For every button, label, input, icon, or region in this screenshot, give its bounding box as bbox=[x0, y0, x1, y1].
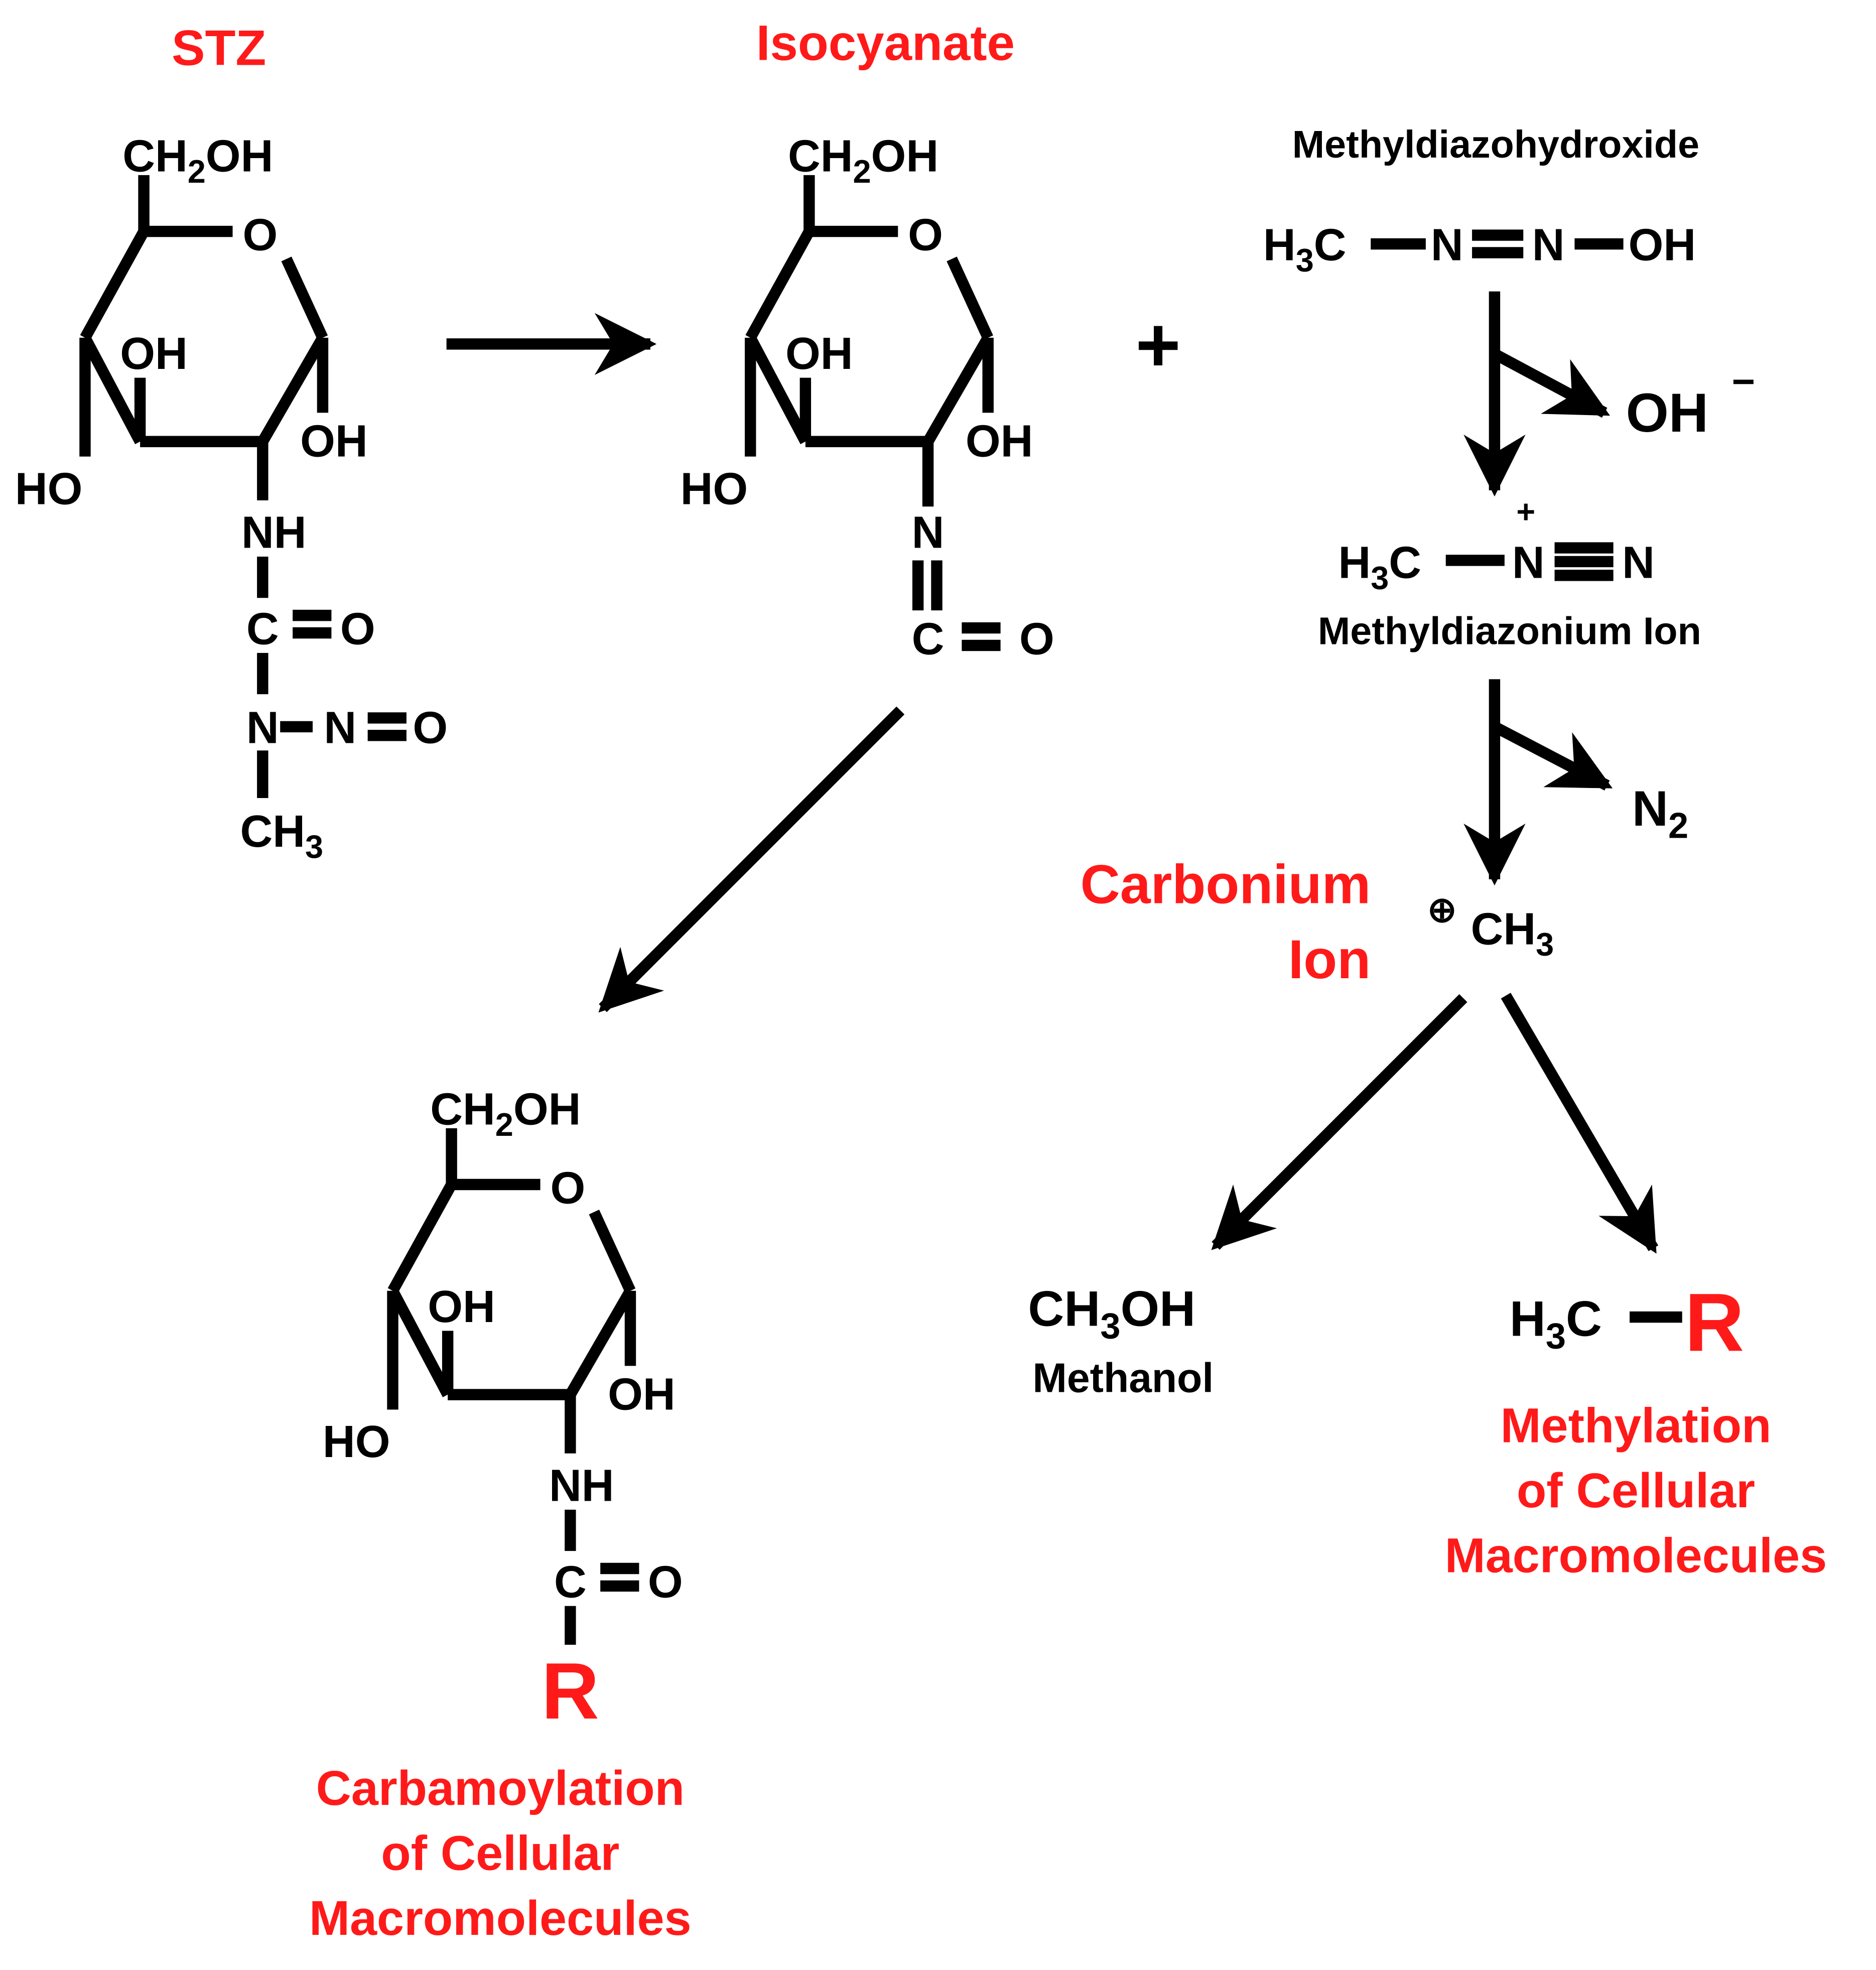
stz-carbonyl-o: O bbox=[340, 604, 375, 654]
isocyanate-ho-left: HO bbox=[681, 464, 748, 514]
carbonium-title-line2: Ion bbox=[1288, 929, 1371, 990]
methylation-line1: Methylation bbox=[1501, 1398, 1772, 1453]
isocyanate-ring-o: O bbox=[908, 210, 943, 260]
mdz-n2: N bbox=[1622, 538, 1655, 588]
methanol-formula: CH3OH bbox=[1028, 1281, 1195, 1347]
mdz-h3c: H3C bbox=[1338, 538, 1421, 596]
carbonium-charge: ⊕ bbox=[1427, 890, 1456, 930]
stz-molecule: CH2OH O OH OH HO NH C O N N O CH3 bbox=[15, 131, 448, 865]
isocyanate-molecule: CH2OH O OH OH HO N C O bbox=[681, 131, 1054, 664]
plus-sign: + bbox=[1135, 301, 1180, 388]
carbamoylation-line1: Carbamoylation bbox=[316, 1761, 685, 1815]
carbonium-ch3: CH3 bbox=[1471, 904, 1554, 963]
isocyanate-n: N bbox=[912, 508, 945, 558]
carbamoyl-r: R bbox=[542, 1646, 599, 1736]
carbonium-title-line1: Carbonium bbox=[1081, 854, 1371, 915]
carbamoyl-oh-top: OH bbox=[428, 1282, 495, 1332]
carbamoyl-ch2oh: CH2OH bbox=[430, 1084, 581, 1142]
carbamoyl-nh: NH bbox=[549, 1461, 614, 1511]
methyl-r-h3c: H3C bbox=[1510, 1291, 1602, 1357]
stz-title: STZ bbox=[172, 21, 266, 76]
methyl-r-r: R bbox=[1685, 1276, 1745, 1368]
methyldiazonium-label: Methyldiazonium Ion bbox=[1318, 609, 1701, 652]
mdh-n1: N bbox=[1431, 220, 1463, 270]
carbamoyl-molecule: CH2OH O OH OH HO NH C O R bbox=[323, 1084, 683, 1736]
stz-ch3: CH3 bbox=[240, 807, 323, 865]
stz-ch2oh: CH2OH bbox=[122, 131, 273, 189]
mdz-charge: + bbox=[1516, 493, 1535, 530]
stz-nitroso-o: O bbox=[413, 703, 448, 753]
isocyanate-c: C bbox=[912, 614, 945, 664]
methyldiazohydroxide-label: Methyldiazohydroxide bbox=[1292, 123, 1699, 166]
stz-ho-left: HO bbox=[15, 464, 83, 514]
isocyanate-o: O bbox=[1019, 614, 1054, 664]
carbamoyl-o: O bbox=[648, 1557, 683, 1607]
isocyanate-oh-right: OH bbox=[966, 417, 1033, 467]
methyl-r-formula: H3C R bbox=[1510, 1276, 1745, 1368]
stz-carbonyl-c: C bbox=[246, 604, 279, 654]
mdz-n1: N bbox=[1512, 538, 1545, 588]
arrow-release-hydroxide bbox=[1494, 350, 1611, 418]
methylation-line2: of Cellular bbox=[1517, 1463, 1755, 1518]
mdh-h3c: H3C bbox=[1263, 220, 1347, 278]
stz-ring-bonds bbox=[79, 175, 407, 798]
stz-nh: NH bbox=[241, 508, 307, 558]
stz-n: N bbox=[246, 703, 279, 753]
carbamoylation-line2: of Cellular bbox=[381, 1826, 619, 1881]
hydroxide-charge: − bbox=[1732, 359, 1756, 404]
arrow-to-methylation bbox=[1501, 993, 1659, 1254]
isocyanate-oh-top: OH bbox=[785, 329, 853, 379]
nitrogen-gas: N2 bbox=[1632, 781, 1688, 846]
carbamoyl-c: C bbox=[554, 1557, 587, 1607]
carbamoyl-oh-right: OH bbox=[608, 1370, 676, 1420]
mdh-n2: N bbox=[1532, 220, 1565, 270]
methyldiazonium-formula: H3C + N N bbox=[1338, 493, 1654, 596]
carbamoyl-ring-o: O bbox=[550, 1163, 585, 1213]
arrow-to-methanol bbox=[1211, 994, 1467, 1250]
methylation-line3: Macromolecules bbox=[1445, 1528, 1827, 1583]
stz-nitroso-n: N bbox=[324, 703, 356, 753]
methanol-label: Methanol bbox=[1032, 1356, 1214, 1401]
methyldiazohydroxide-formula: H3C N N OH bbox=[1263, 220, 1696, 278]
isocyanate-ch2oh: CH2OH bbox=[788, 131, 939, 189]
carbamoyl-ring-bonds bbox=[387, 1128, 639, 1645]
stz-oh-top: OH bbox=[120, 329, 188, 379]
mdh-oh: OH bbox=[1629, 220, 1696, 270]
isocyanate-title: Isocyanate bbox=[756, 16, 1015, 71]
carbamoyl-ho-left: HO bbox=[323, 1417, 390, 1467]
stz-ring-o: O bbox=[242, 210, 278, 260]
arrow-release-nitrogen bbox=[1494, 723, 1613, 791]
stz-oh-right: OH bbox=[300, 417, 368, 467]
hydroxide-ion: OH bbox=[1626, 382, 1708, 444]
isocyanate-ring-bonds bbox=[744, 175, 1001, 651]
arrow-to-carbamoylation bbox=[598, 706, 905, 1013]
carbamoylation-line3: Macromolecules bbox=[309, 1891, 691, 1945]
